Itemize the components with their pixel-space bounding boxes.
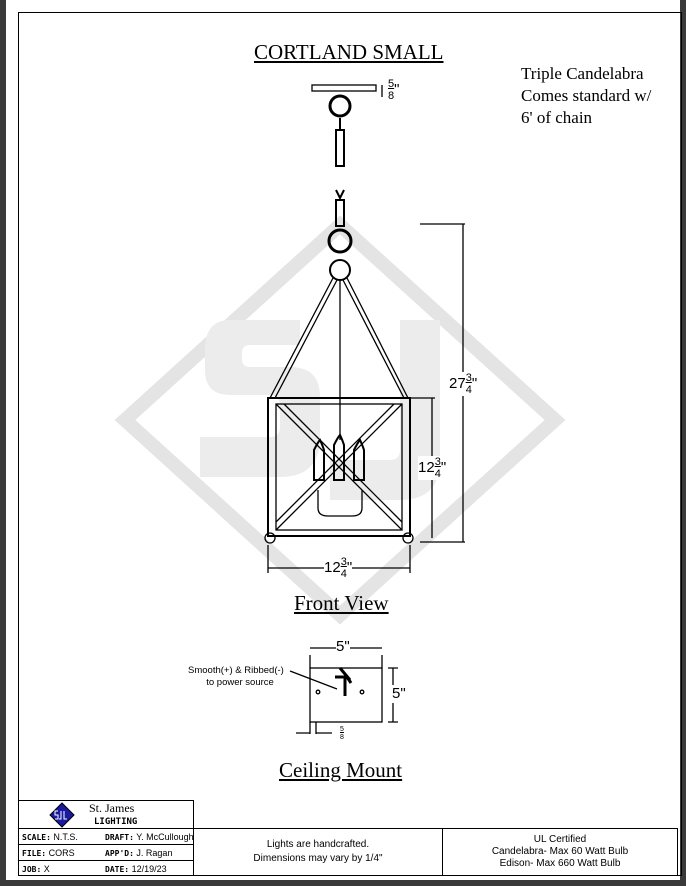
dim-denominator: 4: [340, 568, 347, 580]
title-block: St. James LIGHTING SCALE: N.T.S. DRAFT: …: [18, 800, 678, 876]
field-label: DRAFT:: [105, 833, 134, 842]
cert-line: Candelabra- Max 60 Watt Bulb: [491, 846, 629, 857]
field-value: 12/19/23: [131, 864, 167, 874]
dim-whole: 27: [449, 374, 466, 392]
field-value: J. Ragan: [136, 848, 173, 858]
note-line: Triple Candelabra: [521, 64, 644, 83]
dim-unit: ": [471, 374, 478, 392]
cert-line: UL Certified: [533, 834, 587, 845]
field-value: CORS: [48, 848, 75, 858]
watermark-letters-icon: [200, 320, 440, 500]
wiring-line: to power source: [206, 677, 274, 688]
note-line: Comes standard w/: [521, 86, 652, 105]
field-value: N.T.S.: [53, 832, 78, 842]
field-label: DATE:: [105, 865, 130, 874]
field-label: FILE:: [22, 849, 47, 858]
dim-numerator: 3: [434, 456, 441, 468]
dim-unit: ": [440, 458, 447, 476]
product-notes: Triple Candelabra Comes standard w/ 6' o…: [521, 63, 651, 129]
certification-note: UL Certified Candelabra- Max 60 Watt Bul…: [442, 828, 678, 876]
company-logo-cell: St. James LIGHTING: [18, 800, 194, 829]
drawing-page: CORTLAND SMALL Triple Candelabra Comes s…: [6, 0, 682, 880]
handcrafted-note: Lights are handcrafted. Dimensions may v…: [193, 828, 443, 876]
note-line: Dimensions may vary by 1/4": [253, 853, 383, 864]
canopy: [311, 84, 377, 92]
note-line: Lights are handcrafted.: [266, 839, 370, 850]
dim-unit: ": [346, 558, 353, 576]
company-name: St. James: [89, 801, 135, 815]
dim-numerator: 5: [388, 78, 395, 90]
wiring-note: Smooth(+) & Ribbed(-)to power source: [188, 665, 284, 689]
dim-numerator: 5: [340, 726, 344, 733]
ceiling-mount-label: Ceiling Mount: [279, 758, 403, 782]
mount-height-dim: 5": [392, 685, 406, 703]
field-label: JOB:: [22, 865, 42, 874]
dim-numerator: 3: [465, 372, 472, 384]
dim-denominator: 4: [434, 468, 441, 480]
company-logo: [49, 802, 75, 828]
dim-unit: ": [394, 80, 400, 98]
row-divider: [19, 860, 193, 861]
company-sub: LIGHTING: [94, 817, 138, 827]
cert-line: Edison- Max 660 Watt Bulb: [499, 858, 621, 869]
note-line: 6' of chain: [521, 108, 593, 127]
watermark-logo: [114, 215, 566, 625]
dim-whole: 12: [324, 558, 341, 576]
field-label: APP'D:: [105, 849, 134, 858]
front-view-label: Front View: [294, 591, 389, 615]
mount-width-dim: 5": [336, 638, 350, 656]
dim-denominator: 8: [388, 90, 395, 102]
row-divider: [19, 844, 193, 845]
dim-denominator: 8: [340, 734, 344, 741]
field-value: Y. McCullough: [136, 832, 194, 842]
dim-whole: 12: [418, 458, 435, 476]
info-fields: SCALE: N.T.S. DRAFT: Y. McCullough FILE:…: [18, 828, 194, 876]
wiring-line: Smooth(+) & Ribbed(-): [188, 665, 284, 676]
field-label: SCALE:: [22, 833, 51, 842]
dim-denominator: 4: [465, 384, 472, 396]
dim-numerator: 3: [340, 556, 347, 568]
field-value: X: [43, 864, 50, 874]
drawing-title: CORTLAND SMALL: [254, 40, 444, 64]
